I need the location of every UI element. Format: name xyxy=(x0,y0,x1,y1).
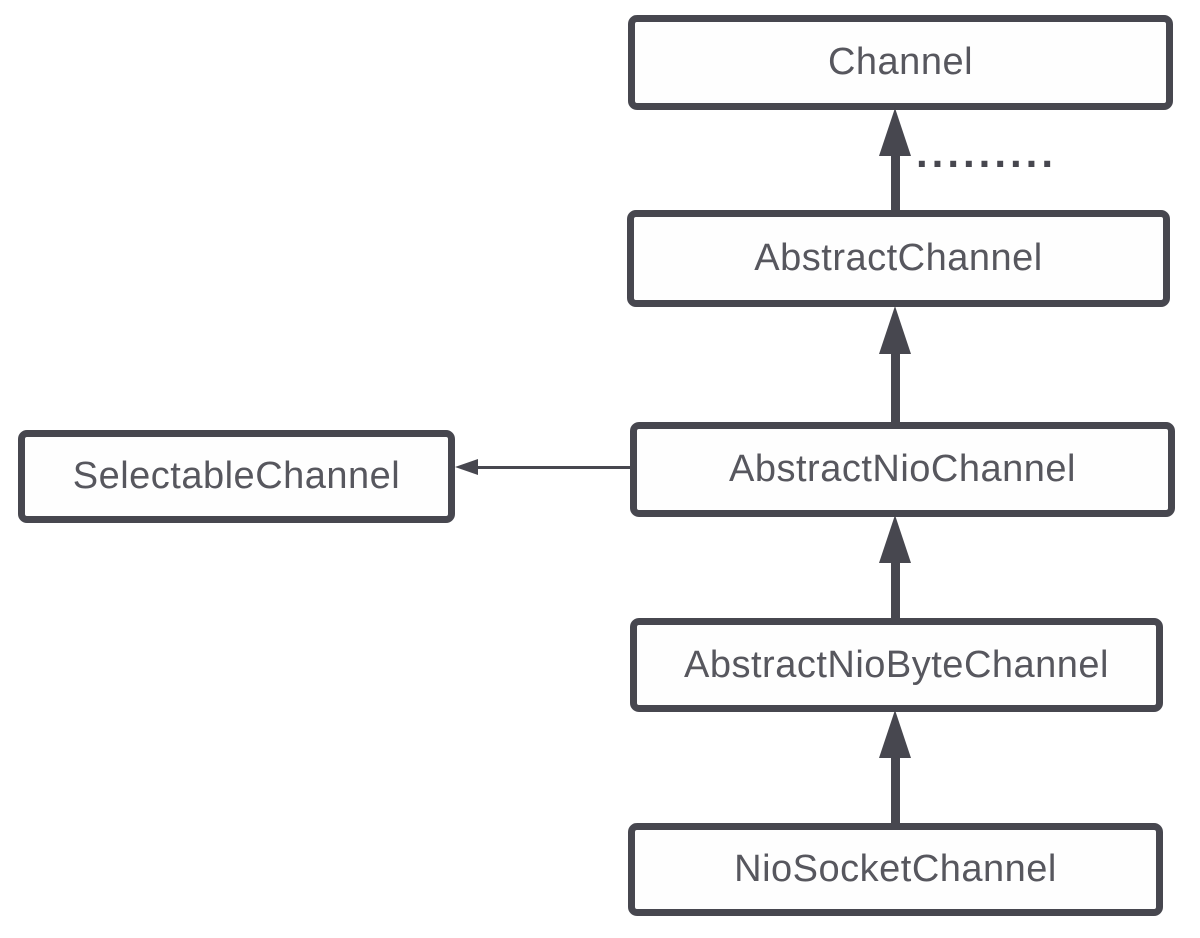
inheritance-arrow-shaft-4 xyxy=(891,752,900,827)
node-selectable-channel-label: SelectableChannel xyxy=(72,455,401,497)
node-abstract-nio-channel: AbstractNioChannel xyxy=(630,422,1175,517)
reference-arrow-line xyxy=(476,466,634,469)
node-abstract-nio-byte-channel-label: AbstractNioByteChannel xyxy=(684,643,1109,686)
reference-arrow-head xyxy=(455,459,478,475)
inheritance-arrow-head-4 xyxy=(879,710,911,758)
node-selectable-channel: SelectableChannel xyxy=(18,430,455,523)
node-abstract-channel: AbstractChannel xyxy=(627,210,1170,307)
inheritance-arrow-shaft-3 xyxy=(891,557,900,622)
inheritance-arrow-shaft-2 xyxy=(891,348,900,426)
inheritance-arrow-head-3 xyxy=(879,515,911,563)
node-abstract-nio-byte-channel: AbstractNioByteChannel xyxy=(630,618,1163,712)
inheritance-arrow-shaft-1 xyxy=(891,150,900,214)
node-abstract-channel-label: AbstractChannel xyxy=(754,237,1043,279)
inheritance-arrow-head-1 xyxy=(879,108,911,156)
ellipsis-dots: ......... xyxy=(916,129,1058,176)
node-channel-label: Channel xyxy=(827,41,974,83)
node-nio-socket-channel-label: NioSocketChannel xyxy=(734,848,1057,890)
node-nio-socket-channel: NioSocketChannel xyxy=(628,823,1163,916)
inheritance-arrow-head-2 xyxy=(879,306,911,354)
node-channel: Channel xyxy=(628,15,1173,110)
node-abstract-nio-channel-label: AbstractNioChannel xyxy=(729,448,1076,490)
